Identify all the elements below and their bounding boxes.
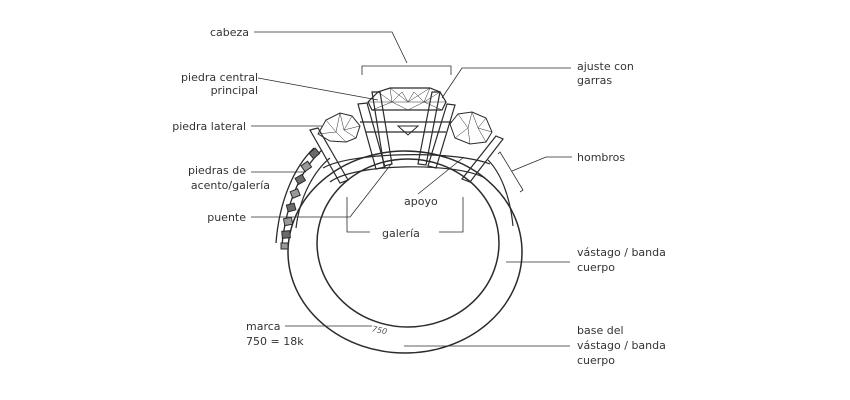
label-base-line1: base del: [577, 324, 624, 337]
label-piedra-lateral: piedra lateral: [172, 120, 246, 133]
accent-stones: [275, 147, 323, 250]
labels: cabeza piedra central principal piedra l…: [172, 26, 666, 367]
right-shoulder: [487, 159, 514, 227]
leader-lines: [251, 31, 572, 347]
label-base-line2: vástago / banda: [577, 339, 666, 352]
label-marca-line2: 750 = 18k: [246, 335, 304, 348]
label-piedra-central-line1: piedra central: [181, 71, 258, 84]
center-stone: [367, 87, 447, 136]
left-side-stone: [317, 112, 361, 143]
shank-outer: [287, 150, 523, 354]
label-puente: puente: [207, 211, 246, 224]
label-vastago-line1: vástago / banda: [577, 246, 666, 259]
label-hombros: hombros: [577, 151, 625, 164]
label-piedras-acento-line1: piedras de: [188, 164, 246, 177]
label-vastago-line2: cuerpo: [577, 261, 615, 274]
label-cabeza: cabeza: [210, 26, 249, 39]
label-piedras-acento-line2: acento/galería: [191, 179, 270, 192]
label-piedra-central-line2: principal: [211, 84, 258, 97]
label-apoyo: apoyo: [404, 195, 438, 208]
label-ajuste-line2: garras: [577, 74, 612, 87]
ring-drawing: 750: [275, 87, 523, 354]
label-marca-line1: marca: [246, 320, 281, 333]
label-galeria: galería: [382, 227, 420, 240]
label-base-line3: cuerpo: [577, 354, 615, 367]
label-ajuste-line1: ajuste con: [577, 60, 634, 73]
left-shoulder: [295, 157, 331, 229]
hallmark-stamp: 750: [371, 324, 388, 336]
gallery: [322, 121, 491, 183]
shank-inner: [316, 158, 500, 328]
right-side-stone: [449, 111, 493, 145]
